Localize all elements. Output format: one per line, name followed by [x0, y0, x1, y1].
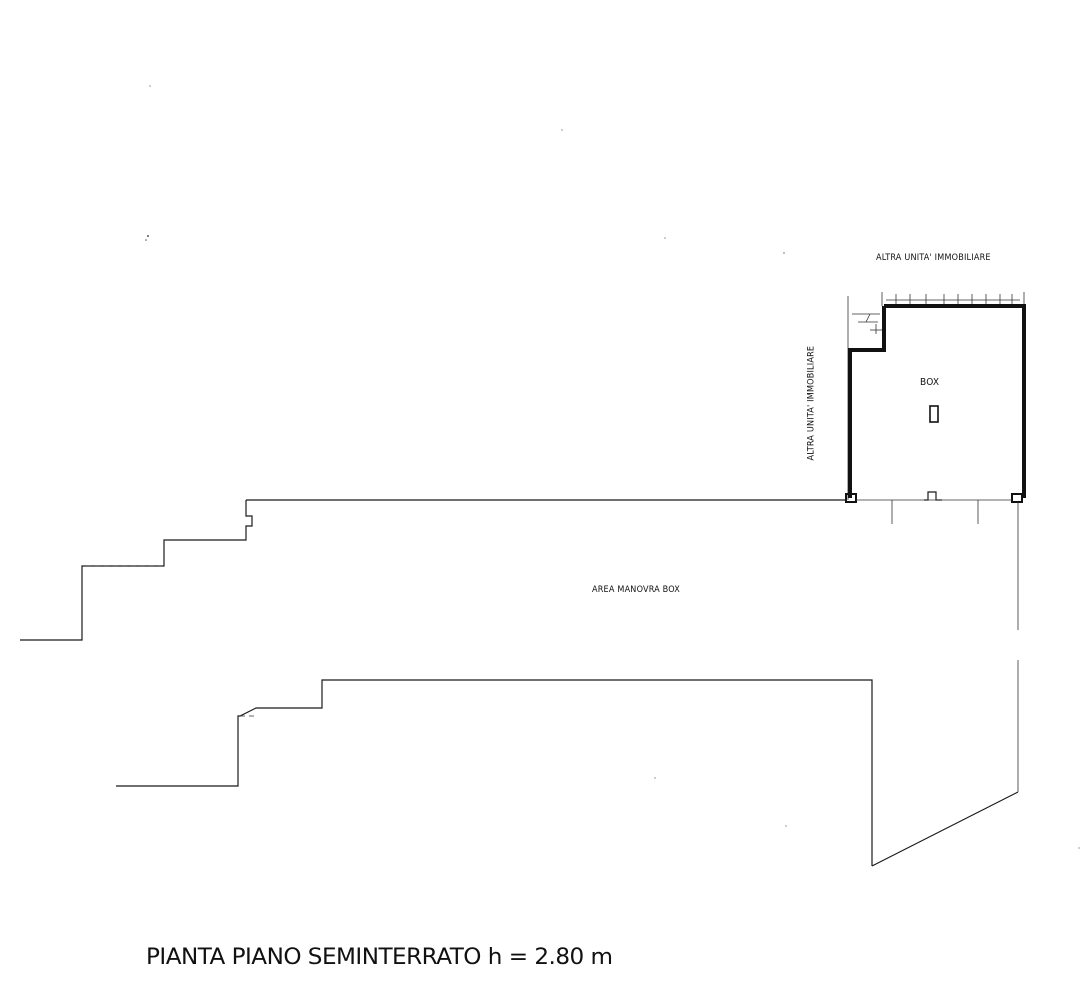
- neighbor-unit-top-label: ALTRA UNITA' IMMOBILIARE: [876, 253, 991, 263]
- box-fixture: [929, 405, 939, 423]
- plan-title: PIANTA PIANO SEMINTERRATO h = 2.80 m: [146, 945, 613, 970]
- scan-specks: [145, 85, 1080, 849]
- right-boundary: [871, 502, 1019, 867]
- lower-stepped-boundary: [116, 679, 873, 866]
- upper-stepped-boundary: [20, 499, 846, 641]
- box-label: BOX: [920, 377, 940, 388]
- box-top-neighbor-boundary: [847, 292, 1025, 500]
- maneuver-area-label: AREA MANOVRA BOX: [592, 585, 681, 595]
- neighbor-unit-left-label: ALTRA UNITA' IMMOBILIARE: [806, 345, 817, 461]
- box-walls: [845, 304, 1026, 524]
